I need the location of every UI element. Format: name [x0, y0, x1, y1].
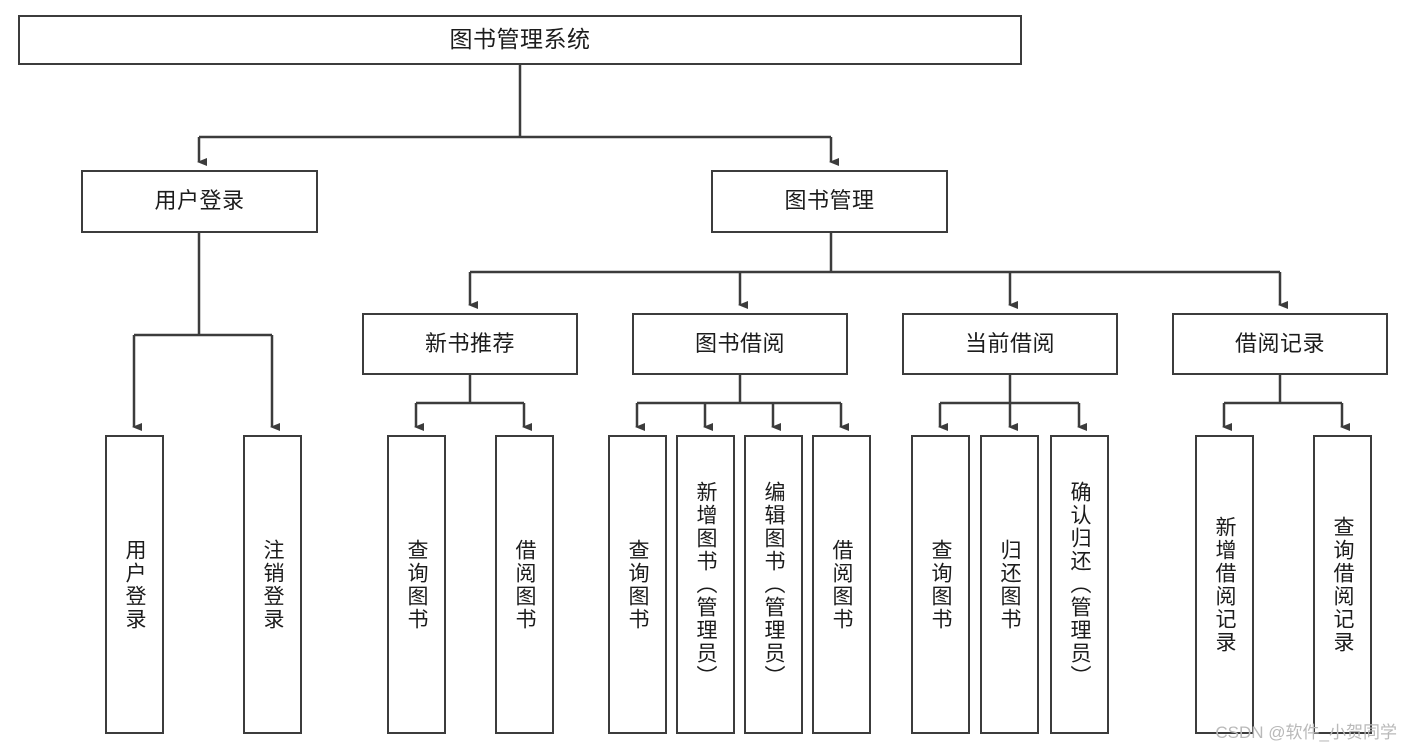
node-label: 图书借阅 [694, 330, 785, 356]
node-current-borrow[interactable]: 当前借阅 [902, 313, 1118, 375]
node-label: 借阅图书 [513, 538, 536, 631]
node-label: 编辑图书（管理员） [762, 481, 785, 688]
csdn-watermark: CSDN @软件_小贺同学 [1215, 723, 1397, 742]
node-label: 新增借阅记录 [1213, 515, 1236, 654]
leaf-borrow-query-book[interactable]: 查询图书 [608, 435, 667, 734]
leaf-borrow-add-book[interactable]: 新增图书（管理员） [676, 435, 735, 734]
node-label: 查询借阅记录 [1331, 515, 1354, 654]
leaf-borrow-borrow-book[interactable]: 借阅图书 [812, 435, 871, 734]
node-label: 新书推荐 [424, 330, 515, 356]
leaf-user-logout[interactable]: 注销登录 [243, 435, 302, 734]
node-label: 用户登录 [154, 188, 245, 214]
leaf-recommend-query-book[interactable]: 查询图书 [387, 435, 446, 734]
leaf-current-confirm-return[interactable]: 确认归还（管理员） [1050, 435, 1109, 734]
leaf-record-add[interactable]: 新增借阅记录 [1195, 435, 1254, 734]
node-label: 新增图书（管理员） [694, 481, 717, 688]
leaf-user-login[interactable]: 用户登录 [105, 435, 164, 734]
node-label: 借阅记录 [1234, 330, 1325, 356]
node-root-system[interactable]: 图书管理系统 [18, 15, 1022, 65]
node-new-book-recommend[interactable]: 新书推荐 [362, 313, 578, 375]
node-label: 查询图书 [626, 538, 649, 631]
leaf-recommend-borrow-book[interactable]: 借阅图书 [495, 435, 554, 734]
node-label: 图书管理 [784, 188, 875, 214]
node-label: 用户登录 [123, 538, 146, 631]
node-book-management[interactable]: 图书管理 [711, 170, 948, 233]
node-borrow-record[interactable]: 借阅记录 [1172, 313, 1388, 375]
node-label: 查询图书 [405, 538, 428, 631]
node-label: 确认归还（管理员） [1068, 481, 1091, 688]
leaf-borrow-edit-book[interactable]: 编辑图书（管理员） [744, 435, 803, 734]
node-book-borrow[interactable]: 图书借阅 [632, 313, 848, 375]
node-label: 注销登录 [261, 538, 284, 631]
node-label: 借阅图书 [830, 538, 853, 631]
leaf-current-return-book[interactable]: 归还图书 [980, 435, 1039, 734]
node-label: 查询图书 [929, 538, 952, 631]
node-label: 图书管理系统 [449, 26, 591, 53]
node-label: 归还图书 [998, 538, 1021, 631]
node-user-login[interactable]: 用户登录 [81, 170, 318, 233]
leaf-current-query-book[interactable]: 查询图书 [911, 435, 970, 734]
node-label: 当前借阅 [964, 330, 1055, 356]
leaf-record-query[interactable]: 查询借阅记录 [1313, 435, 1372, 734]
